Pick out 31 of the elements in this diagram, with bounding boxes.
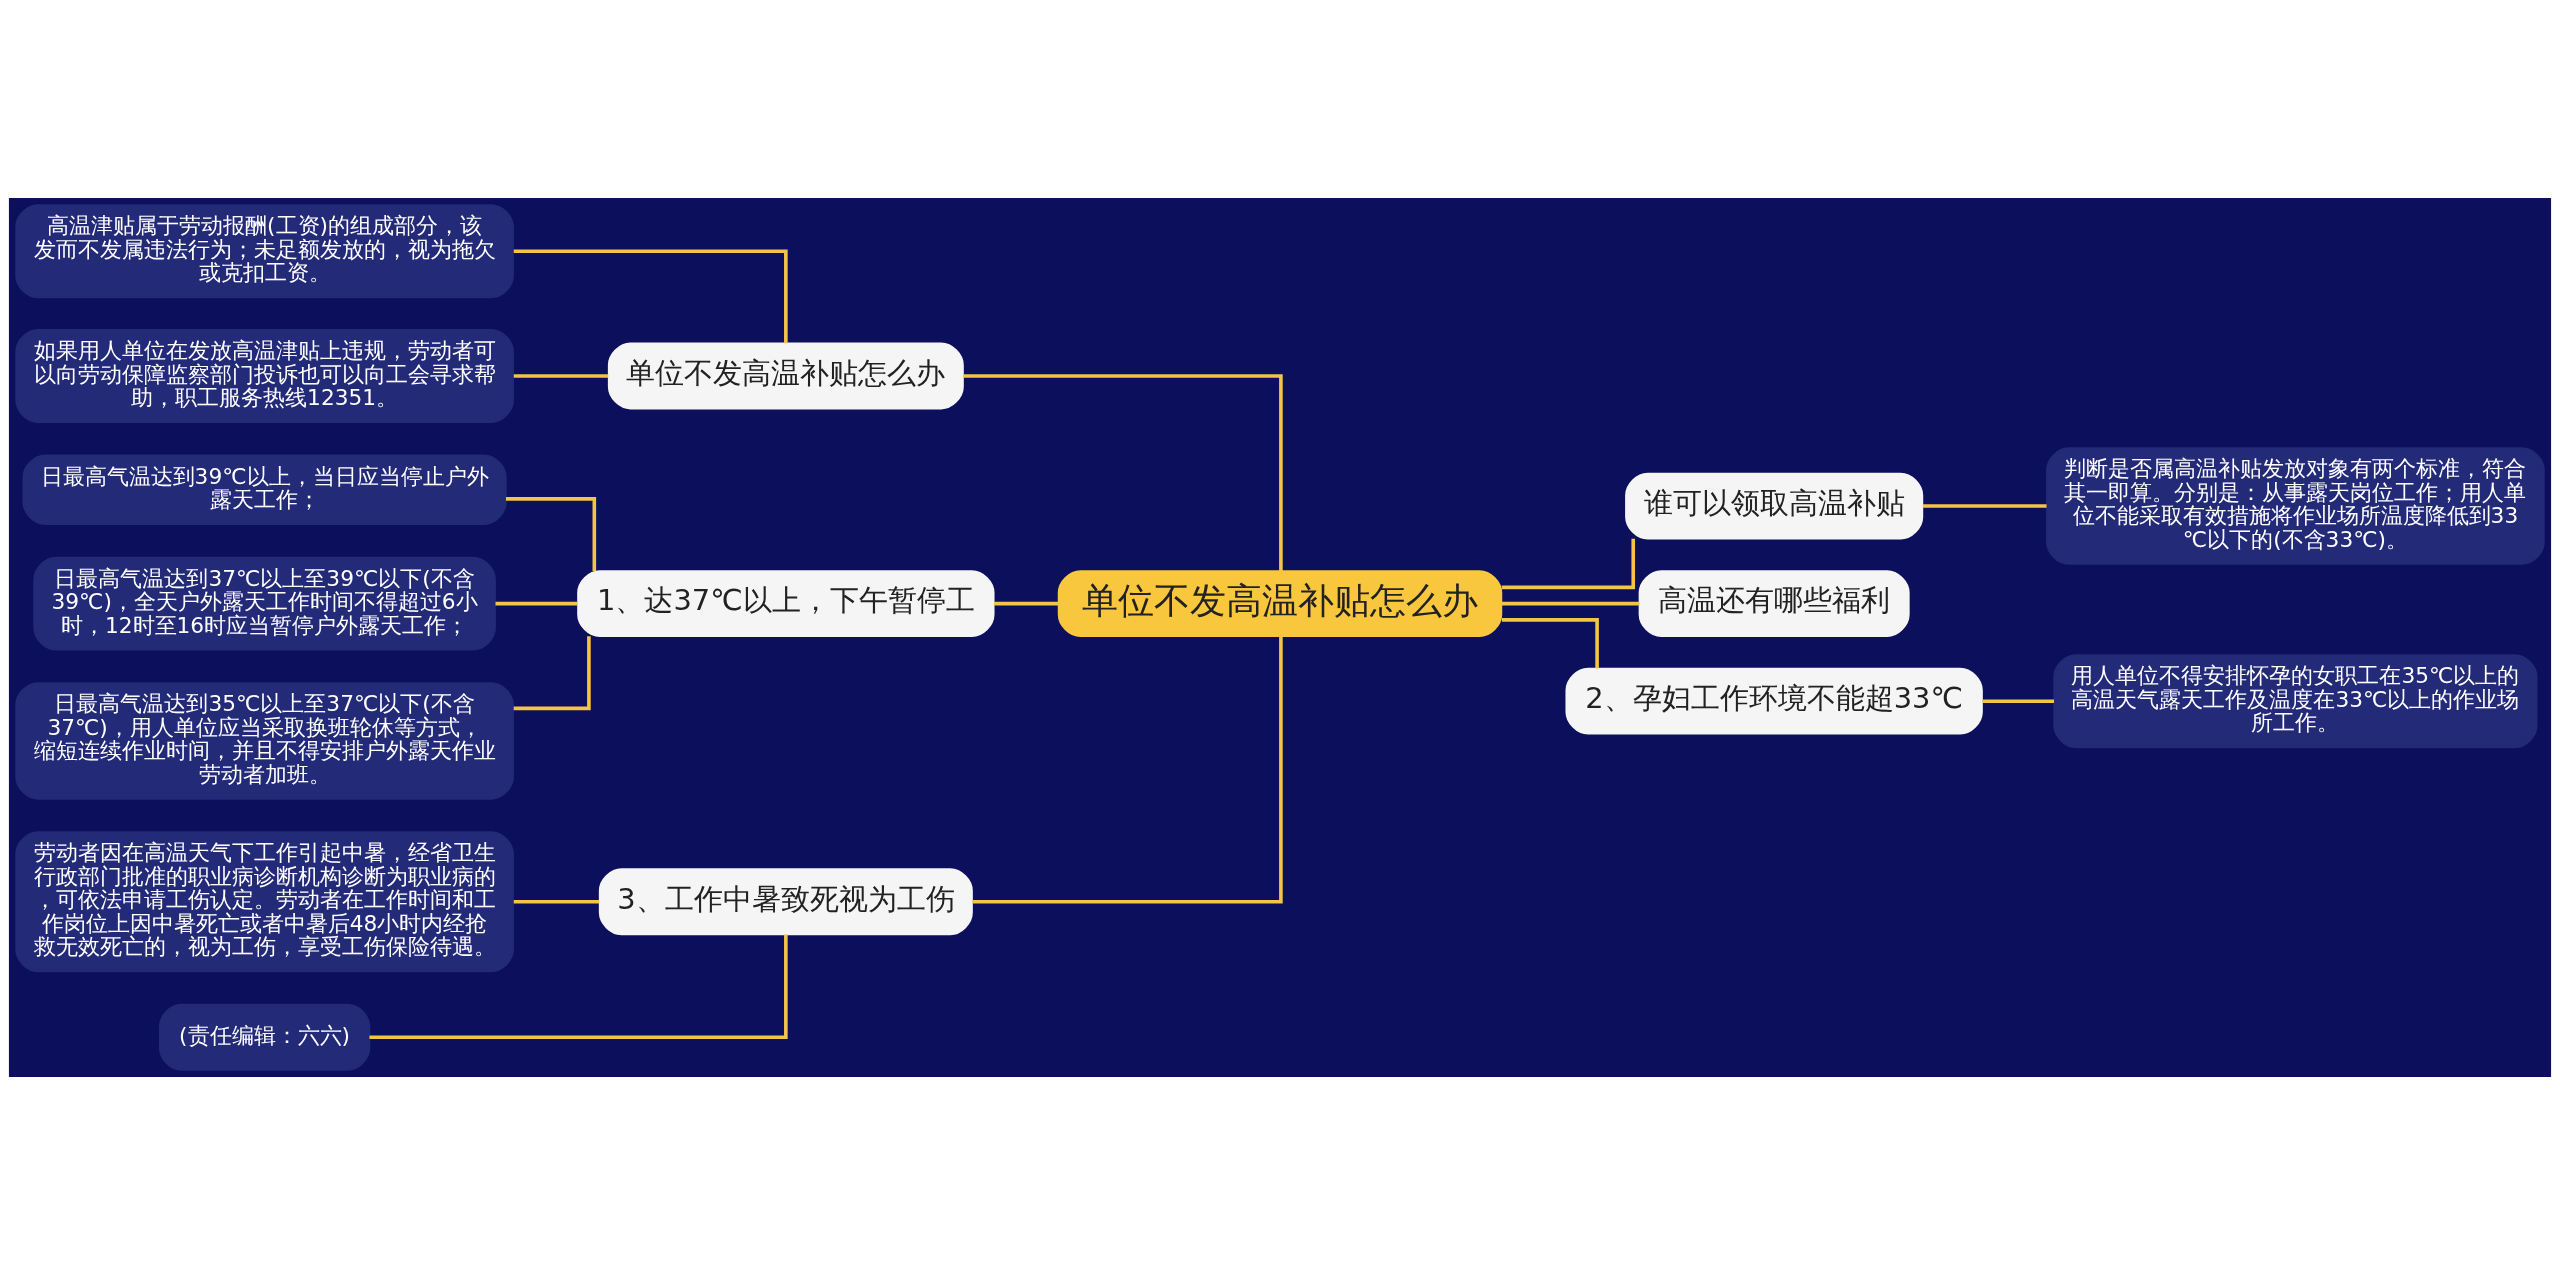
connector [513, 249, 788, 343]
connector [1501, 617, 1599, 669]
node-box: 劳动者因在高温天气下工作引起中暑，经省卫生行政部门批准的职业病诊断机构诊断为职业病的，可依法申请工伤认定。劳动者在工作时间和工作岗位上因中暑死亡或者中暑后48小时内经抢救无效死亡的，视为工伤，享受工伤保险待遇。 [15, 830, 514, 972]
connector [1501, 601, 1640, 605]
connector [513, 899, 600, 904]
node-box: 单位不发高温补贴怎么办 [607, 342, 964, 409]
node-box: 如果用人单位在发放高温津贴上违规，劳动者可以向劳动保障监察部门投诉也可以向工会寻求帮助，职工服务热线12351。 [15, 328, 514, 423]
connector [513, 373, 609, 378]
connector [1982, 698, 2054, 703]
connector [505, 496, 597, 571]
connector [972, 636, 1283, 904]
connector [369, 934, 788, 1039]
node-box: 1、达37℃以上，下午暂停工 [577, 569, 995, 637]
connector [1501, 538, 1636, 589]
connector [1922, 503, 2047, 508]
connector [513, 635, 591, 710]
node-box: 谁可以领取高温补贴 [1625, 472, 1924, 539]
node-box: 日最高气温达到37℃以上至39℃以下(不含39℃)，全天户外露天工作时间不得超过6小时，12时至16时应当暂停户外露天工作； [33, 556, 496, 651]
connector [994, 601, 1059, 605]
node-box: 单位不发高温补贴怎么办 [1057, 569, 1503, 637]
node-box: (责任编辑：六六) [158, 1003, 371, 1071]
node-box: 日最高气温达到35℃以上至37℃以下(不含37℃)，用人单位应当采取换班轮休等方式，缩短连续作业时间，并且不得安排户外露天作业劳动者加班。 [15, 681, 514, 800]
connector [495, 601, 578, 605]
node-box: 3、工作中暑致死视为工伤 [598, 867, 973, 935]
node-box: 用人单位不得安排怀孕的女职工在35℃以上的高温天气露天工作及温度在33℃以上的作业场所工作。 [2053, 653, 2538, 748]
node-box: 2、孕妇工作环境不能超33℃ [1565, 667, 1983, 735]
node-box: 日最高气温达到39℃以上，当日应当停止户外露天工作； [22, 454, 507, 525]
node-box: 高温还有哪些福利 [1638, 569, 1910, 637]
node-box: 判断是否属高温补贴发放对象有两个标准，符合其一即算。分别是：从事露天岗位工作；用人单位不能采取有效措施将作业场所温度降低到33℃以下的(不含33℃)。 [2046, 446, 2545, 565]
node-box: 高温津贴属于劳动报酬(工资)的组成部分，该发而不发属违法行为；未足额发放的，视为拖欠或克扣工资。 [15, 203, 514, 298]
connector [963, 373, 1283, 571]
